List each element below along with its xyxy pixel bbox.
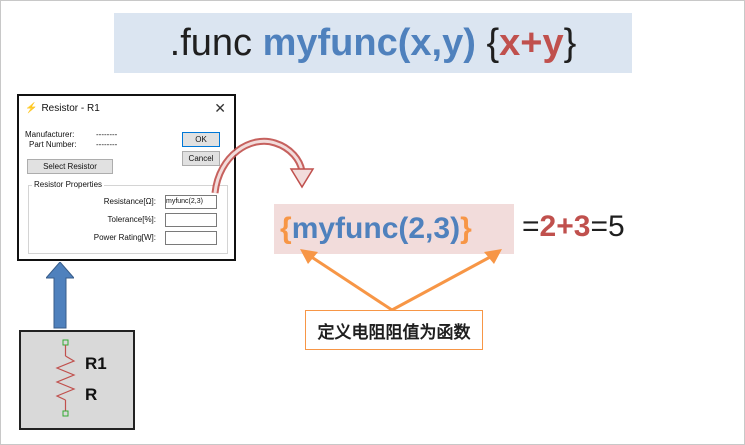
manufacturer-value: --------: [96, 130, 118, 139]
resistor-schematic: R1 R: [19, 330, 135, 430]
title-x: x: [499, 21, 521, 64]
cancel-button[interactable]: Cancel: [182, 151, 220, 166]
part-number-value: --------: [96, 140, 118, 149]
schematic-value: R: [85, 385, 98, 404]
resistance-label: Resistance[Ω]:: [103, 197, 156, 206]
expression-box: {myfunc(2,3)}: [274, 204, 514, 254]
resistance-input[interactable]: myfunc(2,3): [165, 195, 217, 209]
manufacturer-label: Manufacturer:: [25, 130, 75, 139]
result-value: 5: [607, 210, 625, 243]
resistor-app-icon: ⚡: [25, 103, 38, 114]
equals-1: =: [522, 210, 540, 243]
expr-brace-open: {: [280, 212, 292, 245]
title-brace-open: {: [486, 21, 500, 64]
equals-2: =: [590, 210, 608, 243]
schematic-ref: R1: [85, 354, 107, 373]
operand-b: 3: [573, 210, 591, 243]
up-arrow-icon: [46, 262, 74, 329]
operand-a: 2: [539, 210, 557, 243]
expr-call: myfunc(2,3): [291, 212, 461, 245]
ok-button[interactable]: OK: [182, 132, 220, 147]
resistor-symbol-icon: [55, 339, 76, 417]
part-number-label: Part Number:: [29, 140, 77, 149]
power-rating-label: Power Rating[W]:: [93, 233, 156, 242]
tolerance-label: Tolerance[%]:: [107, 215, 156, 224]
plus-sign: +: [556, 210, 574, 243]
power-rating-input[interactable]: [165, 231, 217, 245]
pointer-arrows-icon: [300, 249, 502, 312]
title-y: y: [542, 21, 564, 64]
dialog-titlebar: ⚡Resistor - R1: [25, 103, 100, 114]
group-label: Resistor Properties: [32, 180, 105, 189]
func-signature: myfunc(x,y): [262, 21, 476, 64]
caption-box: 定义电阻阻值为函数: [305, 310, 483, 350]
expression-result: =2+3=5: [522, 210, 625, 244]
close-icon[interactable]: ✕: [214, 100, 226, 116]
dialog-title: Resistor - R1: [41, 103, 100, 114]
tolerance-input[interactable]: [165, 213, 217, 227]
select-resistor-button[interactable]: Select Resistor: [27, 159, 113, 174]
curved-arrow-icon: [211, 137, 315, 194]
expr-brace-close: }: [460, 212, 472, 245]
resistor-properties-group: [28, 185, 228, 254]
title-plus: +: [520, 21, 543, 64]
resistor-dialog: ⚡Resistor - R1 ✕ Manufacturer: -------- …: [17, 94, 236, 261]
title-banner: .func myfunc(x,y) {x+y}: [114, 13, 632, 73]
func-keyword: .func: [169, 21, 253, 64]
title-brace-close: }: [563, 21, 577, 64]
